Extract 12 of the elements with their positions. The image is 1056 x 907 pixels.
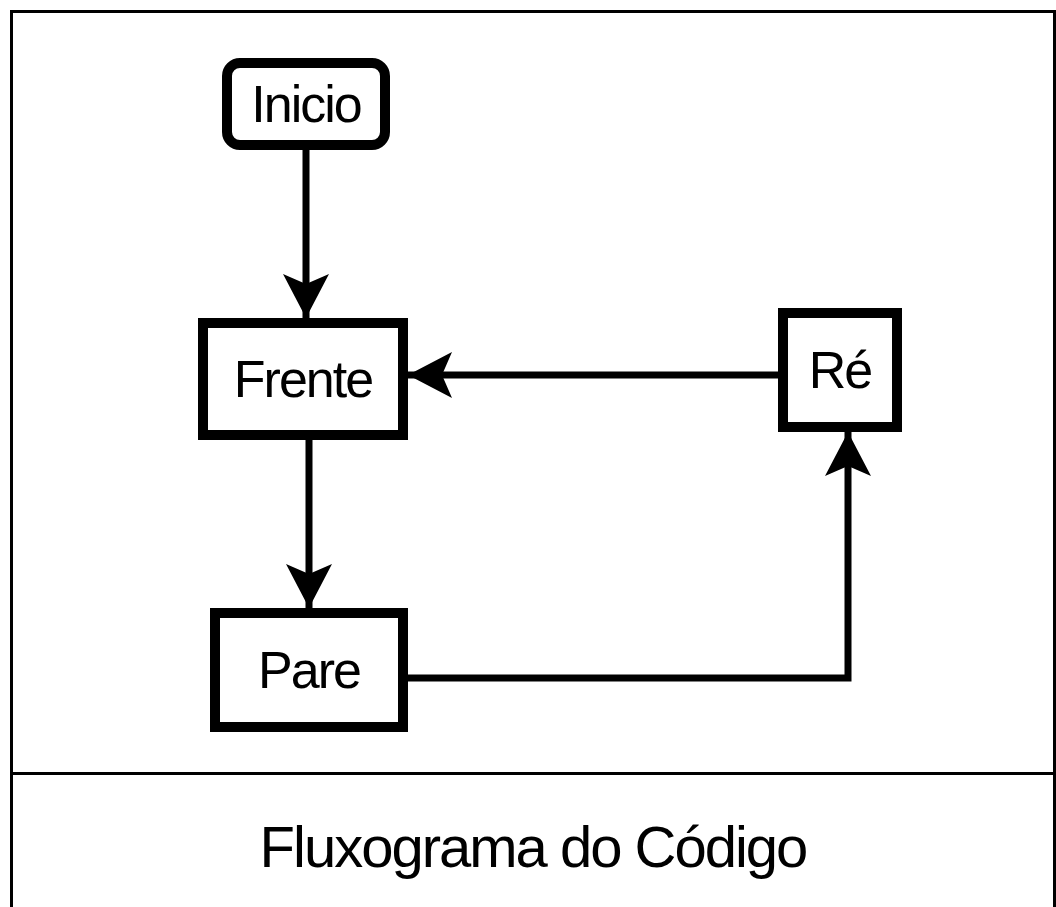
arrow (408, 432, 871, 682)
arrow (283, 150, 329, 318)
process-box (198, 318, 408, 440)
start-terminal (222, 58, 390, 150)
node-label: Frente (233, 353, 373, 405)
arrow (286, 440, 332, 608)
process-box (778, 308, 902, 432)
node-label: Ré (808, 344, 872, 396)
arrow (408, 352, 778, 398)
node-label: Pare (258, 644, 360, 696)
process-box (210, 608, 408, 732)
node-label: Inicio (251, 78, 361, 130)
